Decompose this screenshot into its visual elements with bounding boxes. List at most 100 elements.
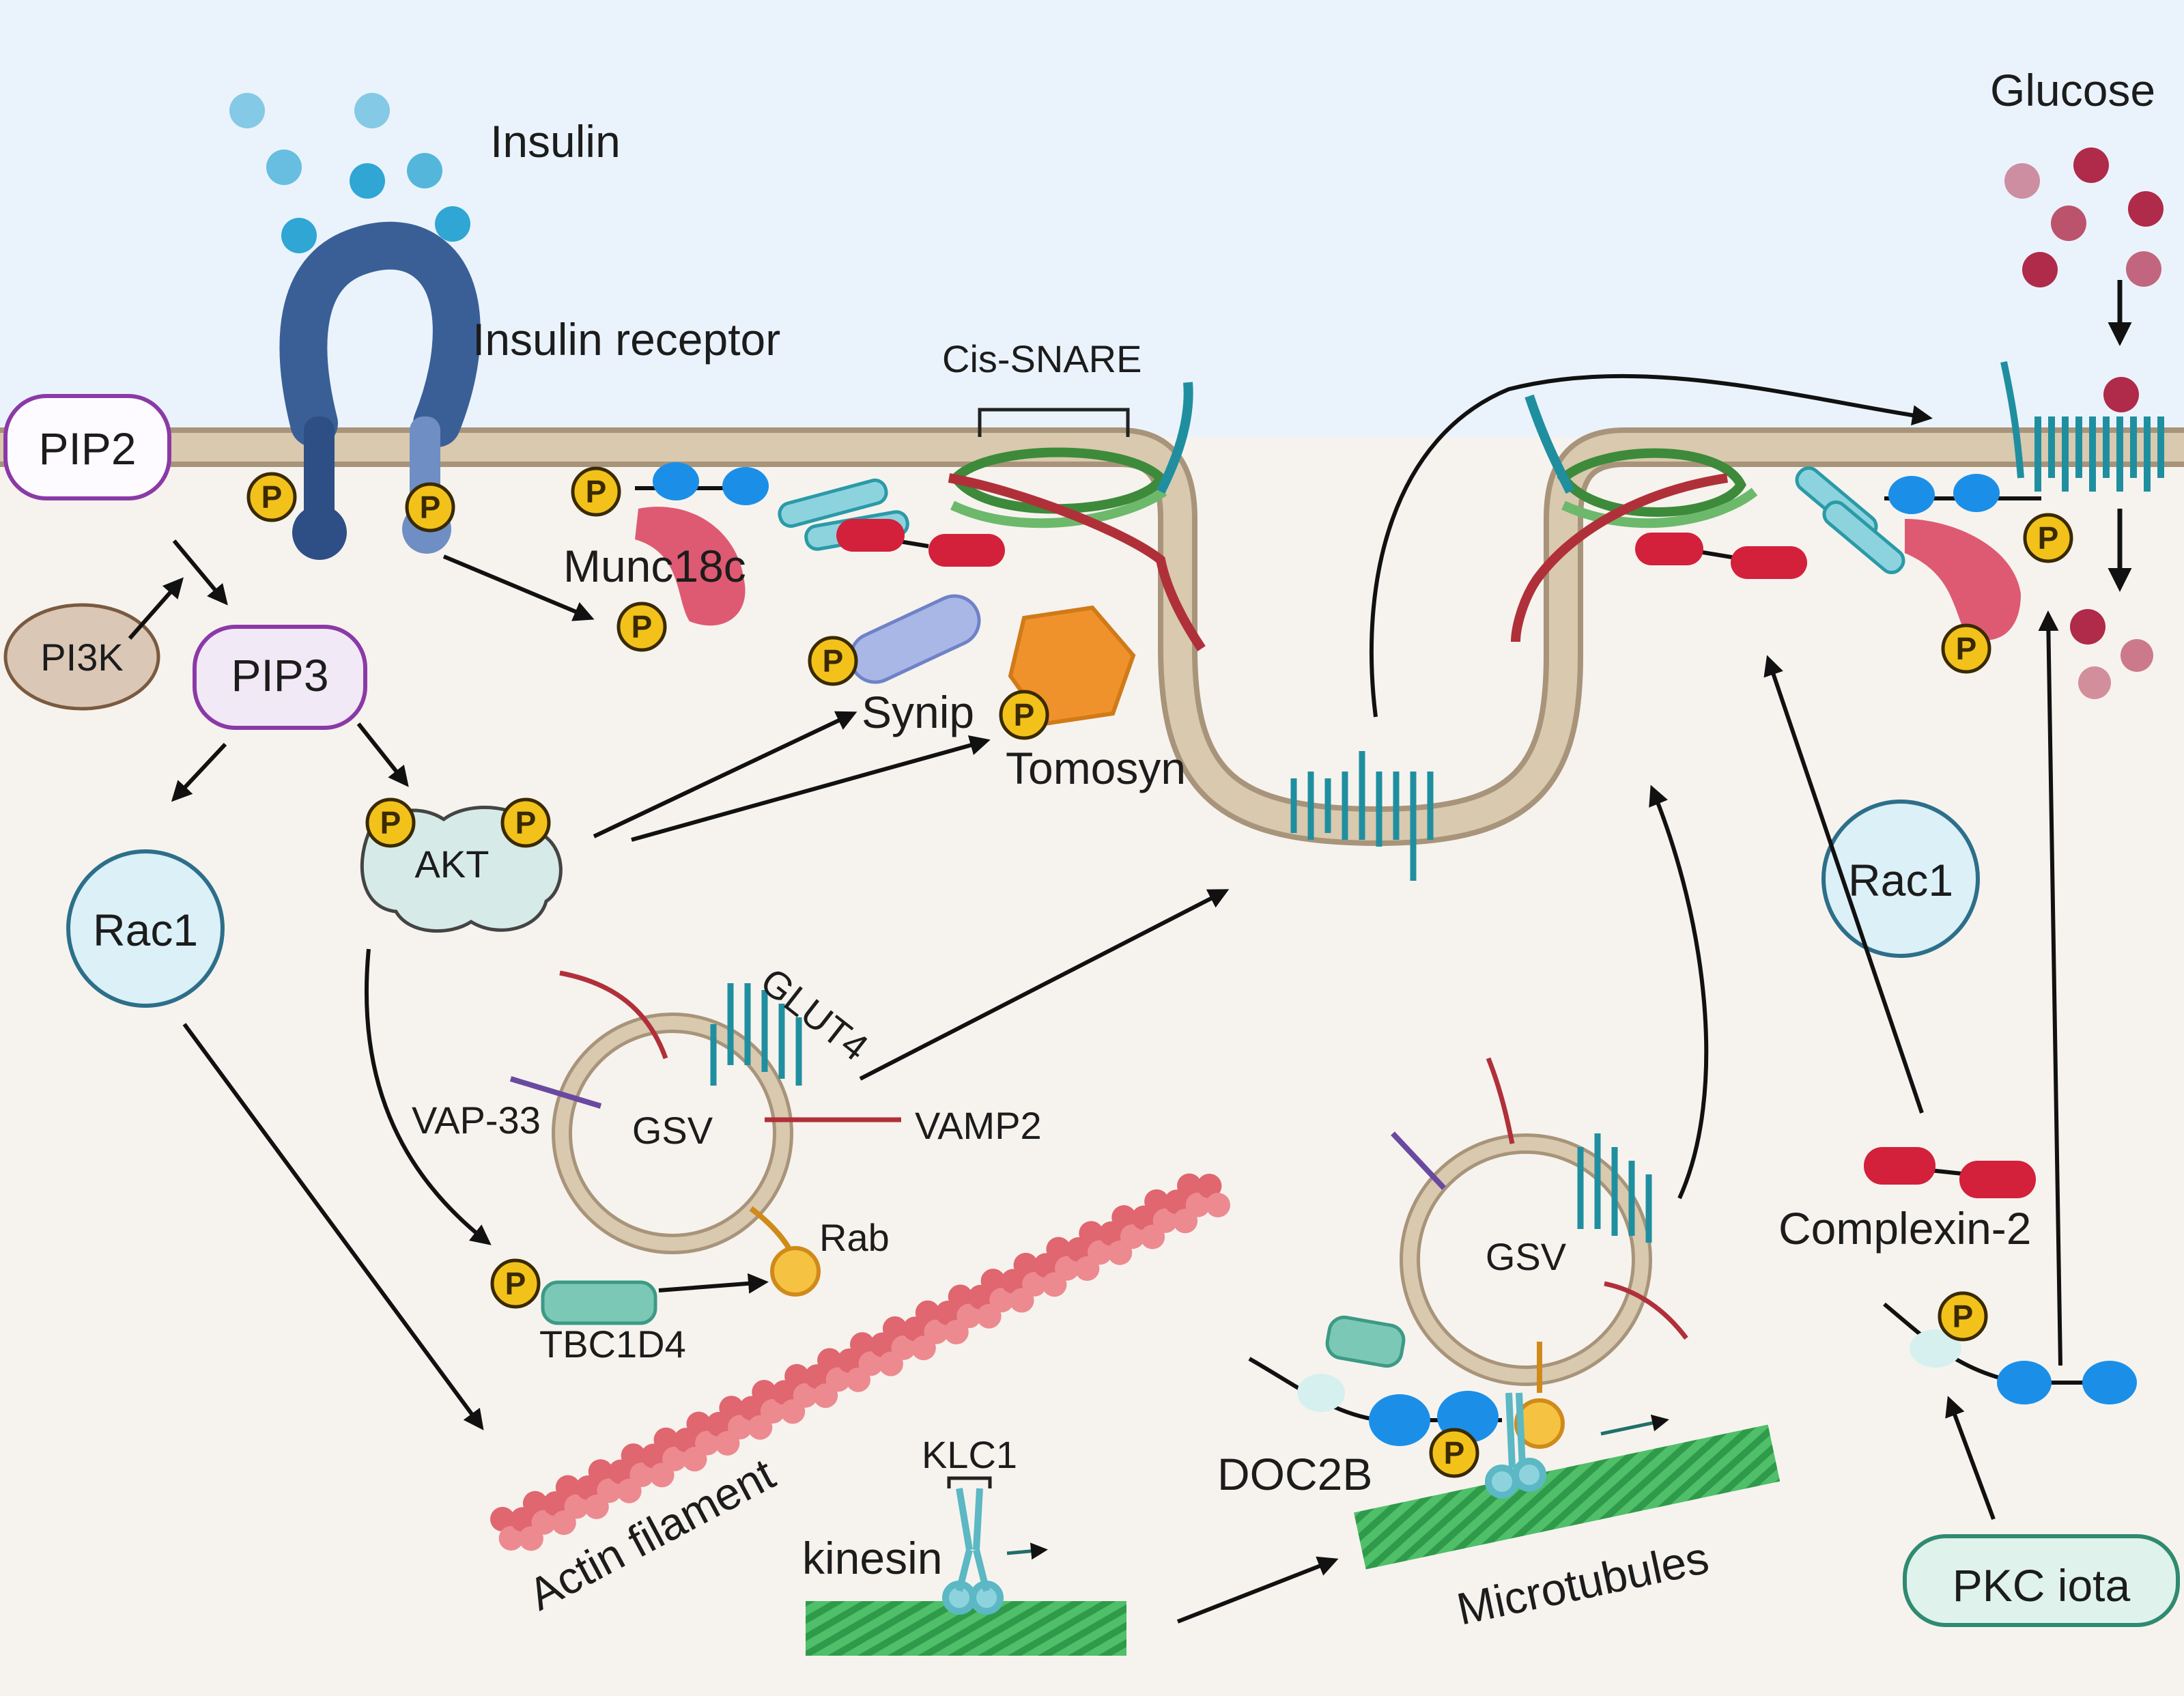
microtubule-right (1354, 1424, 1781, 1570)
actin-bead (882, 1316, 907, 1341)
cis-snare-bracket (978, 408, 1130, 437)
actin-bead (498, 1526, 524, 1551)
actin-bead (1185, 1192, 1210, 1217)
tbc1d4-label: TBC1D4 (539, 1323, 686, 1366)
pkc-iota-label: PKC iota (1953, 1560, 2131, 1611)
actin-bead (1046, 1236, 1071, 1262)
actin-filament (490, 1173, 1230, 1551)
phosphate-label: P (515, 805, 537, 840)
actin-bead (1111, 1205, 1137, 1230)
phosphate-group: P (808, 636, 858, 686)
actin-bead (849, 1332, 875, 1357)
phosphate-label: P (380, 805, 401, 840)
actin-bead (956, 1303, 982, 1329)
pip3-node: PIP3 (193, 625, 367, 730)
actin-bead (948, 1284, 973, 1310)
actin-bead (858, 1351, 883, 1376)
actin-bead (531, 1510, 556, 1535)
actin-bead (825, 1367, 851, 1392)
glut4-vesicle-left (710, 983, 802, 1086)
syntaxin-right (1795, 466, 1905, 574)
munc18c-left (635, 507, 746, 626)
actin-bead (760, 1398, 785, 1424)
vap33-label: VAP-33 (412, 1099, 541, 1142)
phospho-groups: P P P P P P P P P P P P P (246, 466, 2073, 1478)
actin-bead (1152, 1208, 1178, 1233)
phosphate-group: P (246, 472, 297, 522)
phosphate-label: P (1014, 697, 1035, 733)
phosphate-group: P (365, 797, 416, 848)
rac1-left-node: Rac1 (66, 849, 225, 1008)
phosphate-group: P (500, 797, 551, 848)
phosphate-label: P (2038, 520, 2059, 556)
actin-bead (1120, 1224, 1145, 1249)
actin-bead (1079, 1221, 1104, 1246)
rab-right (1514, 1398, 1565, 1449)
glut4-membrane-right (2000, 361, 2164, 492)
actin-bead (597, 1478, 622, 1503)
actin-bead (588, 1459, 613, 1484)
rac1-left-label: Rac1 (93, 905, 198, 955)
kinesin-label: kinesin (802, 1533, 942, 1583)
actin-bead (522, 1490, 548, 1516)
munc18c-label: Munc18c (563, 541, 746, 591)
munc18c-right (1905, 519, 2021, 640)
rab-label: Rab (819, 1216, 890, 1259)
pip2-node: PIP2 (3, 394, 171, 500)
actin-bead (686, 1411, 711, 1437)
pi3k-node: PI3K (3, 603, 160, 711)
phosphate-label: P (1956, 631, 1977, 666)
actin-bead (653, 1427, 679, 1452)
actin-bead (695, 1430, 720, 1456)
actin-bead (621, 1443, 646, 1468)
pip2-label: PIP2 (38, 423, 136, 474)
vamp2-label: VAMP2 (915, 1104, 1042, 1147)
actin-bead (564, 1494, 589, 1519)
phosphate-label: P (586, 474, 607, 509)
phosphate-group: P (2023, 513, 2073, 563)
phosphate-group: P (405, 482, 455, 533)
tbc1d4-protein (541, 1280, 657, 1325)
snare-bundle-right (1511, 394, 1758, 642)
phosphate-label: P (1953, 1299, 1974, 1334)
phosphate-group: P (999, 690, 1049, 740)
actin-bead (629, 1462, 655, 1487)
glucose-label: Glucose (1990, 65, 2155, 115)
actin-bead (719, 1396, 744, 1421)
phosphate-label: P (632, 609, 653, 645)
glucose-molecules (2004, 147, 2164, 699)
glut4-invagination (1290, 751, 1434, 881)
vamp2-strand-right (1486, 1057, 1688, 1340)
munc18c-beads-left (635, 462, 769, 505)
vamp2-strand-left (559, 970, 901, 1122)
phosphate-label: P (505, 1266, 526, 1301)
actin-bead (1013, 1252, 1038, 1277)
phosphate-label: P (1444, 1435, 1465, 1471)
tomosyn-label: Tomosyn (1006, 743, 1186, 793)
extracellular-space (0, 0, 2184, 437)
kinesin-left (942, 1488, 1004, 1615)
cis-snare-label: Cis-SNARE (942, 337, 1141, 380)
actin-bead (793, 1383, 818, 1408)
actin-bead (1206, 1193, 1230, 1217)
insulin-receptor-label: Insulin receptor (472, 314, 780, 365)
pkc-iota-node: PKC iota (1903, 1534, 2180, 1627)
phosphate-group: P (1938, 1291, 1988, 1342)
snare-bundle-left (948, 382, 1206, 651)
actin-bead (989, 1288, 1015, 1313)
vap33-strand (509, 1076, 602, 1109)
rac1-right-label: Rac1 (1848, 855, 1953, 905)
actin-bead (1177, 1173, 1202, 1198)
tbc1d4-right (1325, 1315, 1406, 1368)
phosphate-group: P (571, 466, 621, 517)
gsv-right-label: GSV (1486, 1235, 1567, 1278)
phosphate-group: P (1941, 623, 1991, 674)
actin-bead (817, 1348, 842, 1373)
rab-protein (770, 1246, 821, 1297)
actin-bead (891, 1335, 916, 1360)
gsv-left-label: GSV (632, 1109, 713, 1152)
actin-bead (490, 1507, 515, 1531)
munc18c-beads-right (1884, 474, 2041, 514)
